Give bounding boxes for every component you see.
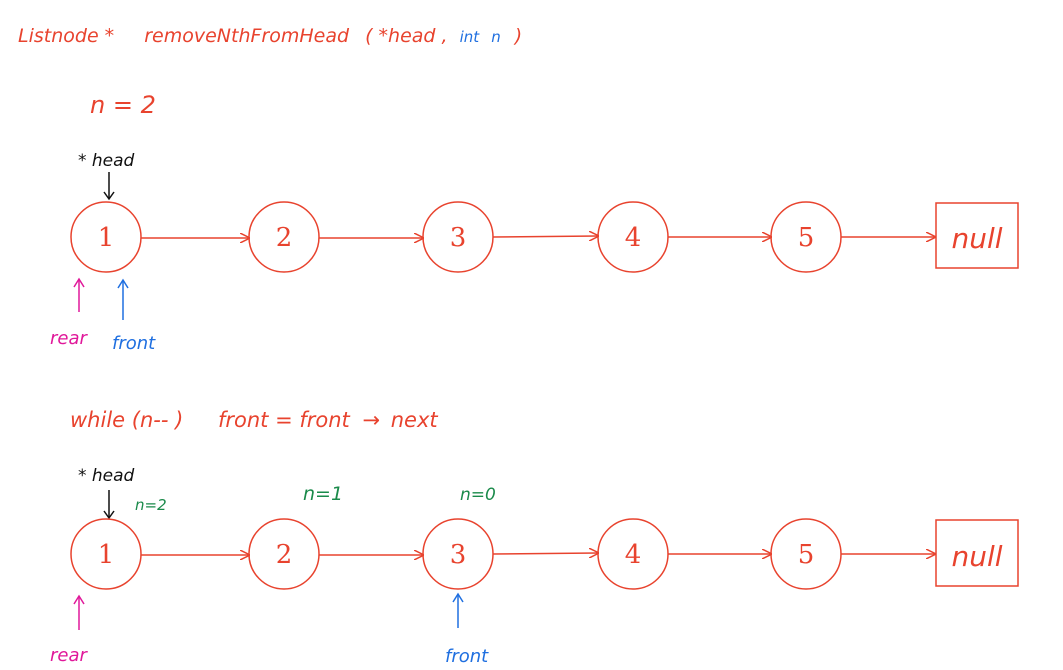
head-pointer-arrowhead-top xyxy=(103,191,115,201)
signature-param-n: n xyxy=(491,28,501,46)
signature-params-start: ( *head , xyxy=(365,25,447,47)
node-2-top: 2 xyxy=(248,201,320,273)
node-3-bottom-value: 3 xyxy=(450,540,467,570)
node-3-bottom: 3 xyxy=(422,518,494,590)
while-body: front = front xyxy=(218,408,351,432)
node-1-top-value: 1 xyxy=(98,223,115,253)
step-label-n2: n=2 xyxy=(135,496,167,514)
node-2-bottom-value: 2 xyxy=(276,540,293,570)
node-4-bottom: 4 xyxy=(597,518,669,590)
null-label-top: null xyxy=(951,222,1002,255)
signature-prefix: Listnode * xyxy=(18,25,114,47)
rear-label-top: rear xyxy=(50,328,89,349)
step-label-n0: n=0 xyxy=(460,485,496,505)
node-4-bottom-value: 4 xyxy=(625,540,642,570)
head-label-top: * head xyxy=(78,151,135,171)
node-5-bottom-value: 5 xyxy=(798,540,815,570)
signature-function-name: removeNthFromHead xyxy=(144,25,350,47)
link-3-4-bottom xyxy=(492,553,598,554)
while-line: while (n-- ) front = front → next xyxy=(70,408,438,432)
rear-label-bottom: rear xyxy=(50,645,89,666)
node-3-top: 3 xyxy=(422,201,494,273)
node-2-bottom: 2 xyxy=(248,518,320,590)
while-arrow: → xyxy=(362,408,380,432)
n-assignment: n = 2 xyxy=(90,91,156,119)
signature-int-keyword: int xyxy=(460,28,481,46)
node-5-bottom: 5 xyxy=(770,518,842,590)
null-box-top: null xyxy=(935,202,1019,269)
node-5-top-value: 5 xyxy=(798,223,815,253)
null-label-bottom: null xyxy=(951,540,1002,573)
node-3-top-value: 3 xyxy=(450,223,467,253)
step-label-n1: n=1 xyxy=(303,483,343,505)
node-1-top: 1 xyxy=(70,201,142,273)
while-condition: while (n-- ) xyxy=(70,408,183,432)
head-label-bottom: * head xyxy=(78,466,135,486)
node-1-bottom: 1 xyxy=(70,518,142,590)
link-3-4-top xyxy=(492,236,598,237)
signature-params-end: ) xyxy=(513,25,522,47)
signature-line: Listnode * removeNthFromHead ( *head , i… xyxy=(18,25,522,47)
node-4-top-value: 4 xyxy=(625,223,642,253)
while-next: next xyxy=(391,408,439,432)
node-1-bottom-value: 1 xyxy=(98,540,115,570)
null-box-bottom: null xyxy=(935,519,1019,587)
front-label-bottom: front xyxy=(445,646,489,667)
node-5-top: 5 xyxy=(770,201,842,273)
node-4-top: 4 xyxy=(597,201,669,273)
front-label-top: front xyxy=(112,333,156,354)
top-list: * head 1 2 3 4 5 null xyxy=(50,151,1019,354)
node-2-top-value: 2 xyxy=(276,223,293,253)
bottom-list: * head n=2 n=1 n=0 1 2 3 4 5 null xyxy=(50,466,1019,667)
